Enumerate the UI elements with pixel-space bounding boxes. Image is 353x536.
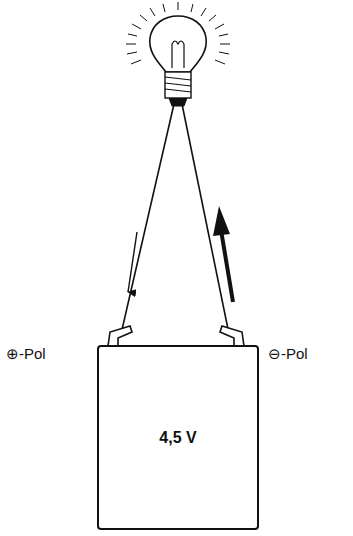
pole-label: ⊕-Pol (6, 345, 46, 363)
current-arrows (128, 206, 233, 302)
light-bulb (126, 2, 230, 106)
battery-terminals (108, 326, 244, 346)
pole-label: ⊖-Pol (268, 345, 308, 363)
wires (121, 104, 229, 334)
voltage-label: 4,5 V (159, 429, 196, 447)
battery-box: 4,5 V (97, 345, 259, 530)
